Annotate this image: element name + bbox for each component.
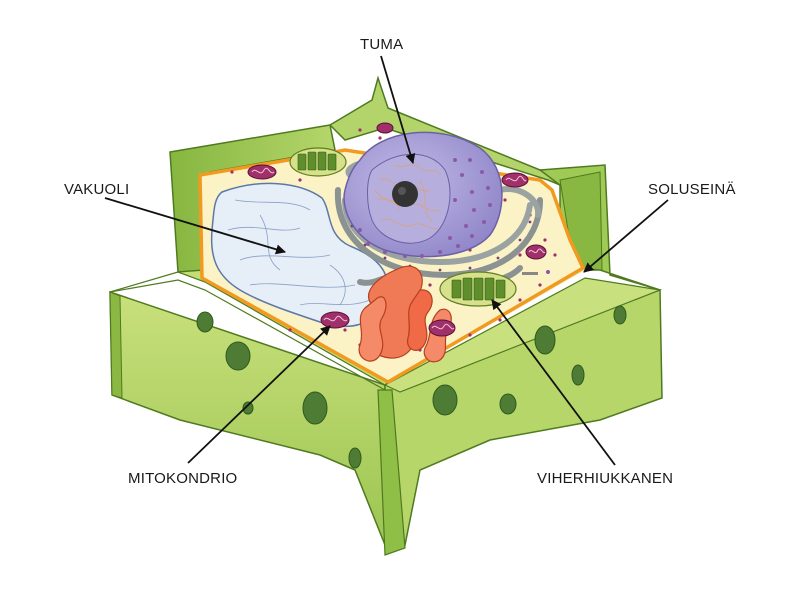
label-viherhiukkanen: VIHERHIUKKANEN [537, 470, 674, 487]
mitochondrion [525, 244, 547, 260]
nucleus [343, 131, 503, 258]
golgi-apparatus [358, 265, 452, 363]
vesicle [522, 270, 550, 275]
wall-pits [196, 305, 627, 469]
mitochondrion [501, 172, 529, 188]
chloroplast [439, 271, 517, 307]
chloroplasts [289, 147, 517, 307]
mitochondrion [428, 319, 456, 337]
label-mitokondrio: MITOKONDRIO [128, 470, 238, 487]
vakuoli-arrow [104, 197, 286, 255]
viherhiukkanen-arrow [491, 299, 616, 466]
label-vakuoli: VAKUOLI [64, 181, 130, 198]
mitochondrion [247, 164, 277, 180]
label-soluseina: SOLUSEINÄ [648, 181, 736, 198]
tuma-arrow [380, 55, 416, 164]
soluseina-arrow [583, 199, 669, 273]
label-tuma: TUMA [360, 36, 404, 53]
vacuole [210, 182, 389, 328]
leader-lines [104, 55, 669, 466]
mitochondrion [320, 311, 350, 329]
mitochondria [247, 122, 547, 337]
chloroplast [289, 147, 347, 177]
mitochondrion [376, 122, 394, 134]
nucleolus [392, 181, 418, 207]
mitokondrio-arrow [187, 325, 331, 464]
